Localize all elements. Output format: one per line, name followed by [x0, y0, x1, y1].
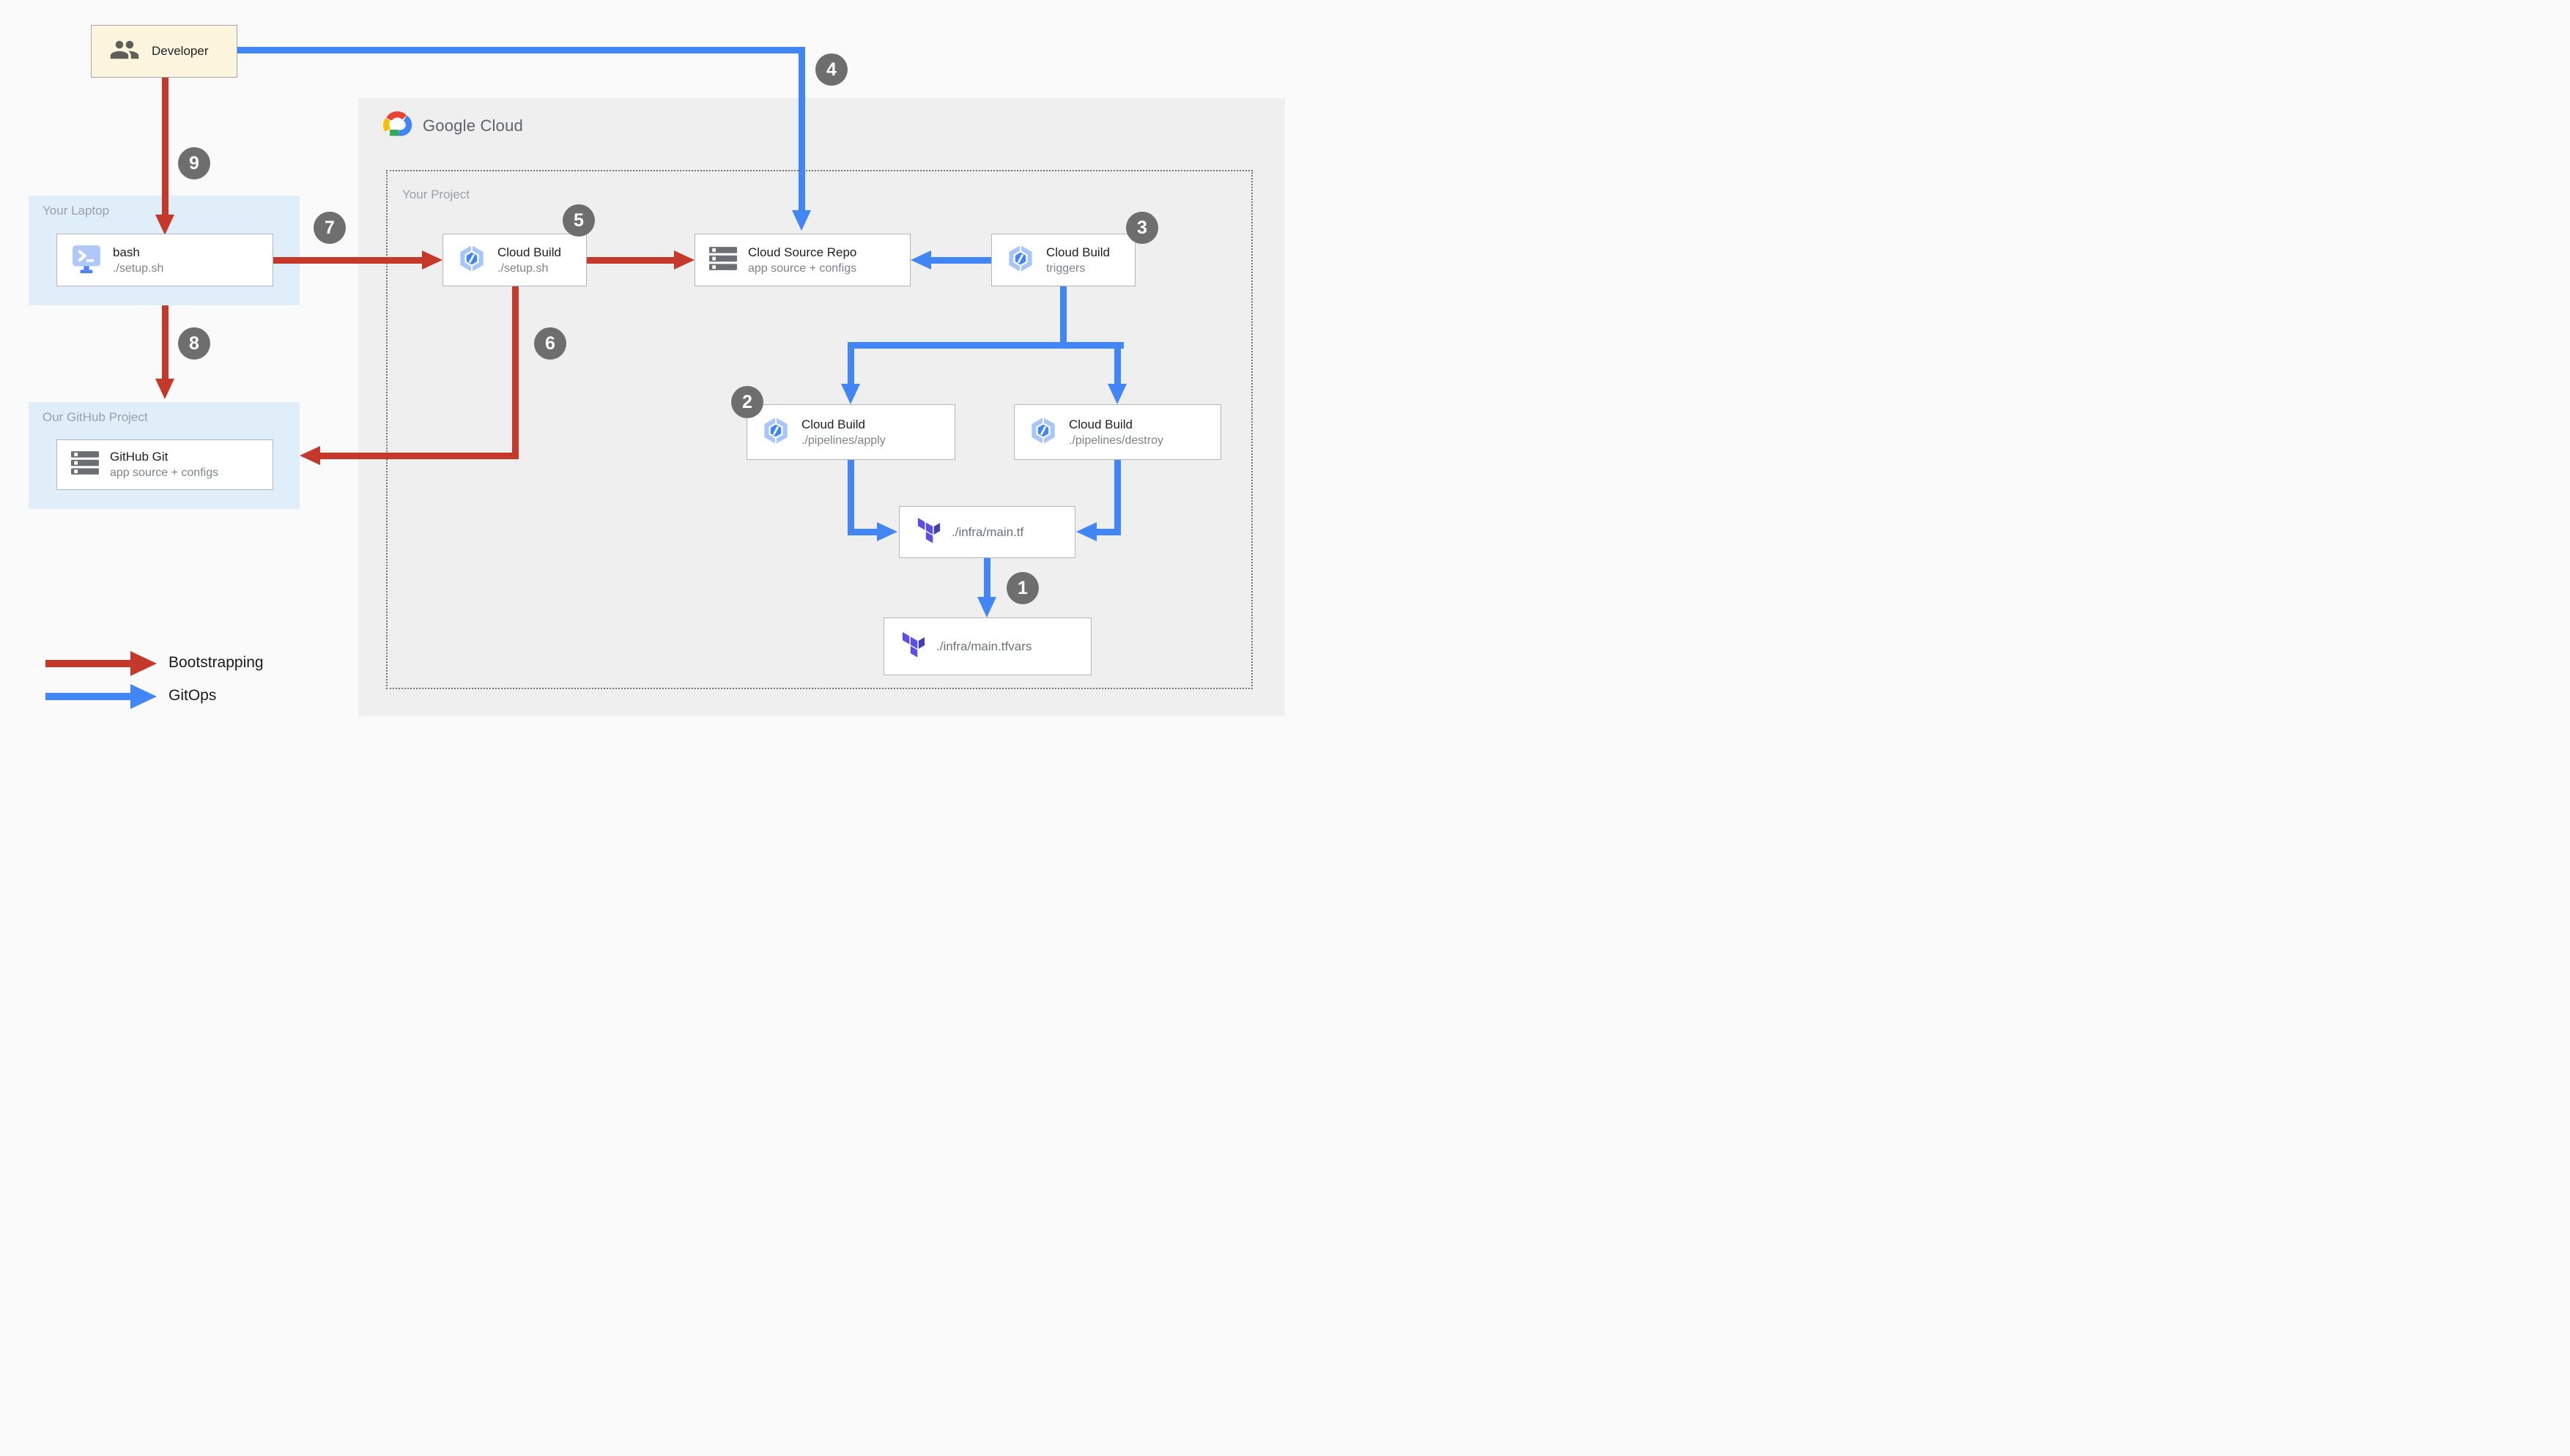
arrowhead-apply-to-maintf	[877, 522, 897, 541]
node-cloud-build-destroy: Cloud Build ./pipelines/destroy	[1014, 404, 1221, 460]
cloud-build-icon	[457, 244, 486, 277]
node-cloud-build-triggers: Cloud Build triggers	[991, 234, 1136, 286]
arrow-cloudbuild-to-github-horizontal	[320, 453, 519, 459]
step-badge-9: 9	[178, 147, 210, 179]
legend-gitops-arrowhead	[130, 684, 157, 709]
node-cloud-source-repo-subtitle: app source + configs	[748, 261, 857, 275]
repository-icon	[709, 246, 737, 274]
arrowhead-maintf-to-tfvars	[977, 597, 996, 617]
terraform-icon	[917, 517, 941, 547]
node-cloud-build-destroy-title: Cloud Build	[1069, 417, 1133, 431]
legend-gitops-line	[45, 693, 132, 700]
arrow-triggers-split-horizontal	[848, 342, 1124, 349]
node-developer-title: Developer	[152, 44, 209, 58]
arrow-developer-to-repo-horizontal	[237, 47, 805, 53]
node-cloud-build-apply: Cloud Build ./pipelines/apply	[747, 404, 955, 460]
your-project-boundary	[386, 170, 1253, 689]
arrow-apply-to-maintf-vertical	[848, 460, 854, 532]
cloud-build-icon	[1029, 416, 1058, 449]
node-bash: bash ./setup.sh	[56, 234, 273, 286]
arrow-triggers-split-vertical	[1060, 286, 1067, 349]
step-badge-4: 4	[815, 53, 848, 86]
arrow-bash-to-cloudbuild	[273, 257, 423, 264]
step-badge-7: 7	[314, 212, 346, 244]
arrow-laptop-to-github	[162, 305, 169, 380]
step-badge-5: 5	[563, 204, 595, 237]
arrowhead-cloudbuild-to-repo	[674, 250, 695, 270]
node-infra-main-tf: ./infra/main.tf	[899, 506, 1075, 558]
step-badge-1: 1	[1007, 572, 1039, 604]
google-cloud-logo: Google Cloud	[380, 110, 523, 141]
arrow-apply-to-maintf-horizontal	[848, 529, 878, 535]
node-cloud-build-setup: Cloud Build ./setup.sh	[442, 234, 587, 286]
arrow-split-to-apply	[848, 342, 854, 385]
arrowhead-destroy-to-maintf	[1076, 522, 1097, 541]
node-cloud-build-setup-title: Cloud Build	[497, 245, 561, 259]
arrowhead-cloudbuild-to-github	[300, 446, 320, 465]
repository-icon	[71, 451, 99, 478]
cloud-shell-icon	[71, 243, 102, 278]
cloud-build-icon	[761, 416, 790, 449]
arrowhead-laptop-to-github	[155, 379, 174, 399]
cloud-build-icon	[1006, 244, 1035, 277]
node-infra-main-tfvars: ./infra/main.tfvars	[884, 617, 1092, 675]
step-badge-2: 2	[731, 386, 763, 418]
legend-gitops-label: GitOps	[169, 687, 217, 704]
legend-bootstrapping-arrowhead	[130, 651, 157, 676]
step-badge-8: 8	[178, 327, 210, 360]
arrowhead-bash-to-cloudbuild	[422, 250, 442, 270]
google-cloud-logo-text: Google Cloud	[423, 116, 523, 135]
step-badge-3: 3	[1126, 212, 1158, 244]
arrowhead-developer-to-laptop	[155, 215, 174, 235]
node-github-git-subtitle: app source + configs	[110, 467, 219, 479]
node-github-git: GitHub Git app source + configs	[56, 439, 273, 490]
developer-people-icon	[109, 34, 140, 69]
arrow-destroy-to-maintf-horizontal	[1097, 529, 1121, 535]
node-cloud-source-repo-title: Cloud Source Repo	[748, 245, 857, 259]
node-infra-main-tfvars-title: ./infra/main.tfvars	[936, 639, 1032, 653]
node-cloud-build-apply-title: Cloud Build	[801, 417, 865, 431]
node-cloud-source-repo: Cloud Source Repo app source + configs	[695, 234, 911, 286]
arrow-destroy-to-maintf-vertical	[1114, 460, 1121, 532]
arrowhead-triggers-to-repo	[911, 250, 931, 270]
your-project-label: Your Project	[402, 187, 470, 201]
terraform-icon	[902, 631, 925, 661]
legend-bootstrapping-label: Bootstrapping	[169, 654, 264, 671]
node-cloud-build-apply-subtitle: ./pipelines/apply	[801, 434, 886, 447]
google-cloud-icon	[380, 110, 414, 141]
arrowhead-split-to-destroy	[1108, 384, 1127, 404]
arrow-developer-to-laptop	[162, 78, 169, 217]
arrow-split-to-destroy	[1114, 342, 1121, 385]
arrow-cloudbuild-to-github-vertical	[512, 286, 519, 459]
arrowhead-split-to-apply	[841, 384, 860, 404]
node-cloud-build-setup-subtitle: ./setup.sh	[497, 261, 549, 275]
step-badge-6: 6	[534, 327, 566, 360]
node-developer: Developer	[91, 25, 237, 78]
arrow-cloudbuild-to-repo	[587, 257, 675, 264]
node-cloud-build-triggers-title: Cloud Build	[1046, 245, 1110, 259]
node-bash-subtitle: ./setup.sh	[113, 261, 164, 275]
arrowhead-developer-to-repo	[792, 210, 811, 231]
legend-bootstrapping-line	[45, 660, 132, 667]
node-bash-title: bash	[113, 245, 140, 259]
node-github-git-title: GitHub Git	[110, 450, 169, 464]
diagram-canvas: Google Cloud Your Project Your Laptop Ou…	[0, 0, 1285, 728]
our-github-project-label: Our GitHub Project	[42, 410, 148, 424]
your-laptop-label: Your Laptop	[42, 204, 110, 218]
arrow-developer-to-repo-vertical	[799, 47, 805, 212]
arrow-triggers-to-repo	[931, 257, 991, 264]
node-cloud-build-triggers-subtitle: triggers	[1046, 261, 1086, 275]
node-infra-main-tf-title: ./infra/main.tf	[952, 524, 1024, 539]
node-cloud-build-destroy-subtitle: ./pipelines/destroy	[1069, 434, 1163, 447]
arrow-maintf-to-tfvars	[984, 558, 990, 598]
